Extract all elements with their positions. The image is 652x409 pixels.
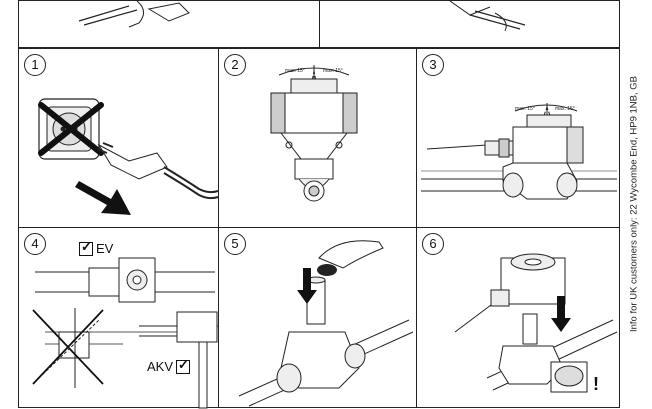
ev-text: EV: [96, 241, 114, 256]
plug: [97, 143, 168, 180]
step-number-3: 3: [422, 54, 444, 76]
armature-insert-illustration: [238, 240, 414, 407]
ev-label: EV: [79, 239, 114, 256]
cropped-tool-illustration-right: [449, 0, 526, 32]
check-icon: [176, 357, 191, 374]
step-panel-2: 2 max. 15° max. 15°: [218, 48, 417, 228]
cross-mark: [32, 309, 104, 385]
orientation-illustration: [32, 257, 219, 409]
down-arrow: [551, 296, 571, 332]
angle-label-right: max. 15°: [555, 106, 575, 112]
step-panel-3: 3 max. 15° max. 15°: [416, 48, 620, 228]
top-right-cropped-panel: [319, 0, 620, 48]
uk-contact-text: Info for UK customers only: 22 Wycombe E…: [628, 76, 640, 332]
angle-label-right: max. 15°: [323, 68, 343, 74]
step-number-2: 2: [224, 54, 246, 76]
step-panel-6: 6 !: [416, 227, 620, 408]
check-icon: [79, 239, 93, 256]
akv-label: AKV: [147, 357, 191, 374]
angle-label-left: max. 15°: [285, 68, 305, 74]
step-panel-1: 1: [18, 48, 219, 228]
valve-front-illustration: [270, 65, 358, 202]
cropped-tool-illustration-left: [78, 0, 190, 28]
akv-text: AKV: [147, 359, 174, 374]
coil-mount-illustration: [454, 253, 618, 393]
down-arrow: [297, 268, 317, 304]
cross-mark: [38, 102, 104, 156]
unplug-illustration: [38, 98, 219, 215]
valve-mounted-illustration: [421, 103, 617, 200]
step-number-5: 5: [224, 233, 246, 255]
plug-cable: [163, 166, 219, 194]
top-left-cropped-panel: [18, 0, 320, 48]
angle-label-left: max. 15°: [515, 106, 535, 112]
step-number-4: 4: [24, 233, 46, 255]
step-panel-4: 4 EV AKV: [18, 227, 219, 409]
hand: [318, 240, 384, 269]
step-panel-5: 5: [218, 227, 417, 408]
step-number-6: 6: [422, 233, 444, 255]
akv-valve: [176, 311, 218, 343]
warning-mark: !: [593, 374, 599, 394]
pull-out-arrow: [75, 181, 131, 215]
step-number-1: 1: [24, 54, 46, 76]
